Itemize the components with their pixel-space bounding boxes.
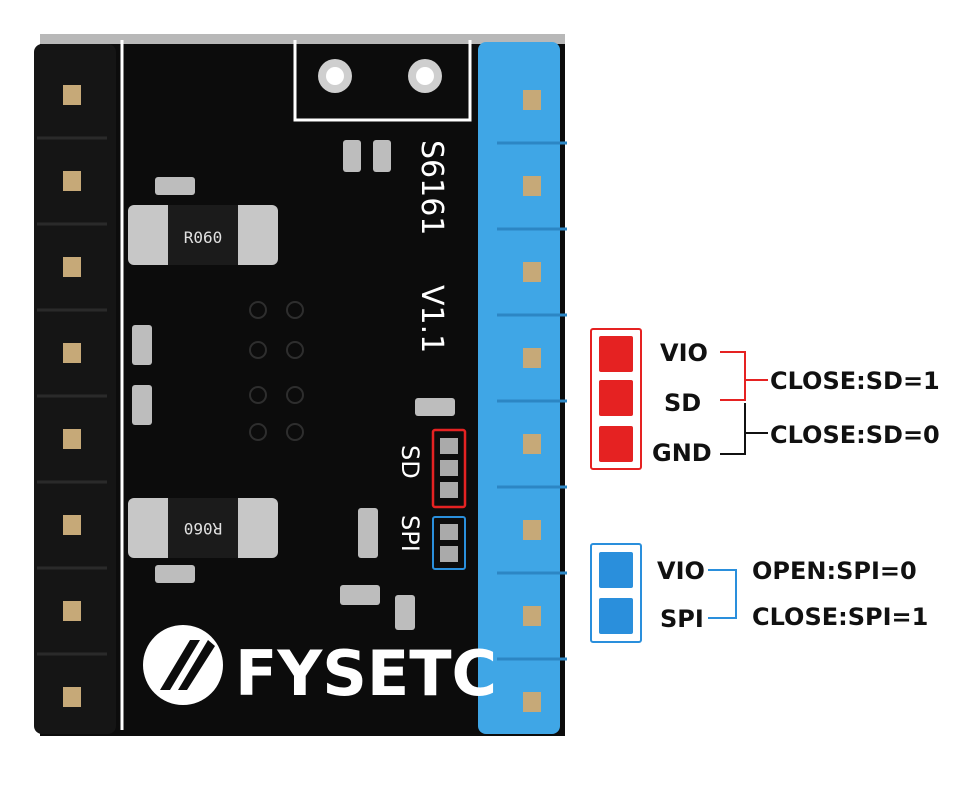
header-pin (523, 692, 541, 712)
silk-model: S6161 (414, 140, 449, 235)
close-spi1-label: CLOSE:SPI=1 (752, 603, 929, 631)
left-pin-header (34, 44, 116, 734)
sd-label-sd: SD (664, 389, 702, 417)
header-pin (63, 429, 81, 449)
vias (249, 301, 304, 441)
header-pin (63, 257, 81, 277)
fysetc-logo-icon (143, 625, 223, 705)
header-pin (63, 171, 81, 191)
header-pin (523, 520, 541, 540)
open-spi0-label: OPEN:SPI=0 (752, 557, 917, 585)
header-pin (523, 90, 541, 110)
spi-jumper-legend (590, 543, 642, 643)
sd-pad-vio (599, 336, 633, 372)
header-pin (63, 343, 81, 363)
resistor-marking: R060 (184, 228, 223, 247)
header-pin (523, 606, 541, 626)
sd-jumper-legend (590, 328, 642, 470)
spi-jumper-connectors (708, 569, 737, 619)
header-pin (523, 348, 541, 368)
sense-resistor-top: R060 (128, 205, 278, 265)
close-sd0-label: CLOSE:SD=0 (770, 421, 940, 449)
header-pin (523, 262, 541, 282)
brand-text: FYSETC (235, 637, 497, 710)
close-sd1-label: CLOSE:SD=1 (770, 367, 940, 395)
sense-resistor-bottom: R060 (128, 498, 278, 558)
header-pin (63, 85, 81, 105)
spi-label-spi: SPI (660, 605, 704, 633)
sd-jumper-on-board (431, 428, 467, 509)
sd-label-vio: VIO (660, 339, 708, 367)
header-pin (63, 687, 81, 707)
sd-label-gnd: GND (652, 439, 712, 467)
spi-jumper-on-board (432, 516, 466, 570)
smd-components (132, 140, 455, 630)
spi-pad-spi (599, 598, 633, 634)
silk-spi: SPI (396, 515, 424, 552)
sd-jumper-connectors (720, 351, 768, 455)
spi-pad-vio (599, 552, 633, 588)
silk-sd: SD (396, 445, 424, 479)
header-pin (63, 515, 81, 535)
header-pin (523, 176, 541, 196)
silk-version: V1.1 (414, 285, 449, 353)
header-pin (523, 434, 541, 454)
spi-label-vio: VIO (657, 557, 705, 585)
pcb-board (40, 34, 565, 736)
sd-pad-gnd (599, 426, 633, 462)
right-pin-header (478, 42, 567, 734)
header-pin (63, 601, 81, 621)
resistor-marking: R060 (184, 519, 223, 538)
sd-pad-sd (599, 380, 633, 416)
